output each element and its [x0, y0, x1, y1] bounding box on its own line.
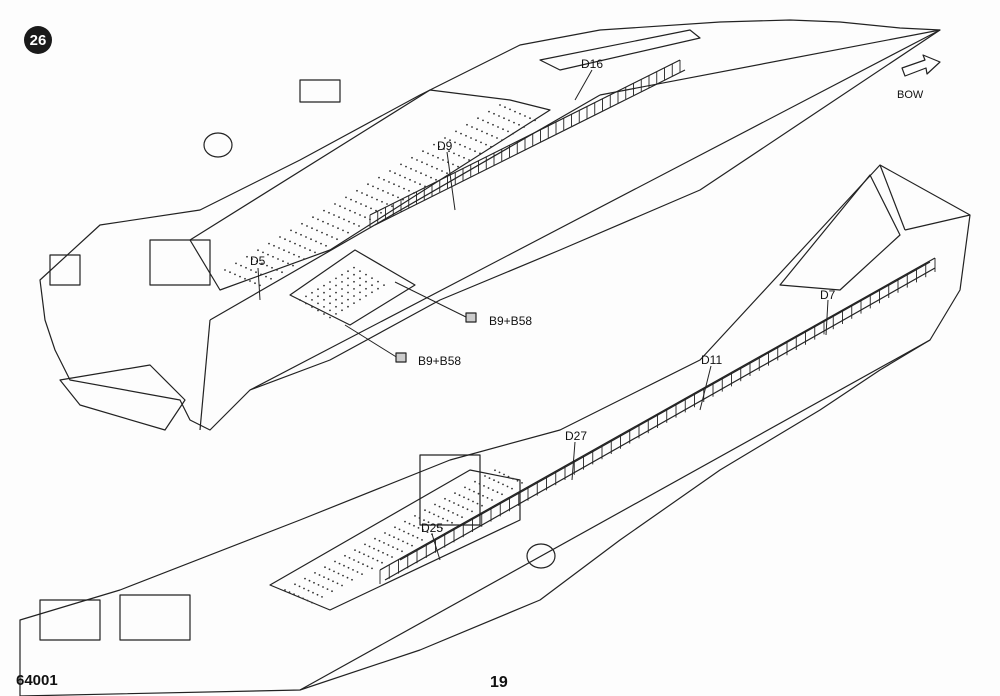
part-label-d25: D25 — [421, 521, 444, 535]
upper-island-block — [149, 239, 211, 286]
leader-d25 — [431, 533, 441, 561]
part-label-d11: D11 — [701, 353, 723, 367]
part-label-d7: D7 — [820, 288, 836, 302]
upper-hull-outline — [39, 19, 941, 431]
leader-b9b58-b — [344, 324, 399, 359]
part-label-b9-b58-b: B9+B58 — [418, 354, 462, 368]
part-box-b9b58-a — [465, 312, 477, 323]
lower-radar-dome — [526, 543, 556, 569]
upper-radar-dome — [203, 132, 233, 158]
part-label-b9-b58-a: B9+B58 — [489, 314, 533, 328]
leader-d5 — [257, 267, 261, 301]
part-label-d9: D9 — [437, 139, 453, 153]
page-number: 19 — [490, 674, 508, 691]
bow-direction-label: BOW — [897, 89, 924, 101]
lower-deck-perforations — [284, 469, 523, 604]
upper-structure-block — [299, 79, 341, 103]
lower-flight-deck — [269, 469, 521, 611]
upper-waterline — [249, 29, 941, 391]
lower-catwalk-rail-lower — [384, 267, 936, 581]
lower-bow-edge — [879, 164, 906, 231]
leader-d27 — [571, 441, 576, 481]
upper-forward-deck — [539, 29, 701, 71]
lower-hangar-frame — [419, 454, 481, 526]
lower-deck-edge — [399, 261, 931, 561]
leader-d16 — [574, 69, 593, 101]
part-label-d5: D5 — [250, 254, 266, 268]
lower-rail-stanchions — [379, 258, 936, 584]
part-box-b9b58-b — [395, 352, 407, 363]
upper-hull-section — [39, 19, 941, 431]
lower-compartment — [119, 594, 191, 641]
upper-hangar-deck — [189, 89, 551, 291]
upper-deck-edge-bow — [599, 29, 941, 96]
upper-catwalk-rail-lower — [374, 69, 686, 226]
leader-d7 — [825, 299, 829, 336]
upper-rail-stanchions — [369, 60, 681, 227]
upper-hull-side-edge — [199, 319, 211, 431]
lower-hull-section — [19, 164, 971, 696]
step-number-badge: 26 — [24, 26, 52, 54]
part-label-d27: D27 — [565, 429, 588, 443]
lower-stern-compartment — [39, 599, 101, 641]
lower-hull-outline — [19, 164, 971, 696]
upper-deck-perforations — [224, 104, 536, 319]
leader-d9 — [446, 151, 456, 211]
lower-bow-ramp — [779, 174, 901, 291]
upper-elevator-platform — [289, 249, 416, 326]
upper-stern-ramp — [59, 364, 186, 431]
upper-stern-block — [49, 254, 81, 286]
bow-arrow-icon — [901, 54, 941, 77]
callout-leaders — [257, 69, 829, 561]
leader-b9b58-a — [394, 281, 469, 319]
part-label-d16: D16 — [581, 57, 604, 71]
lower-bow-top — [904, 214, 971, 231]
lower-waterline — [299, 339, 931, 691]
leader-d11 — [699, 365, 712, 411]
catalog-number: 64001 — [16, 672, 58, 689]
